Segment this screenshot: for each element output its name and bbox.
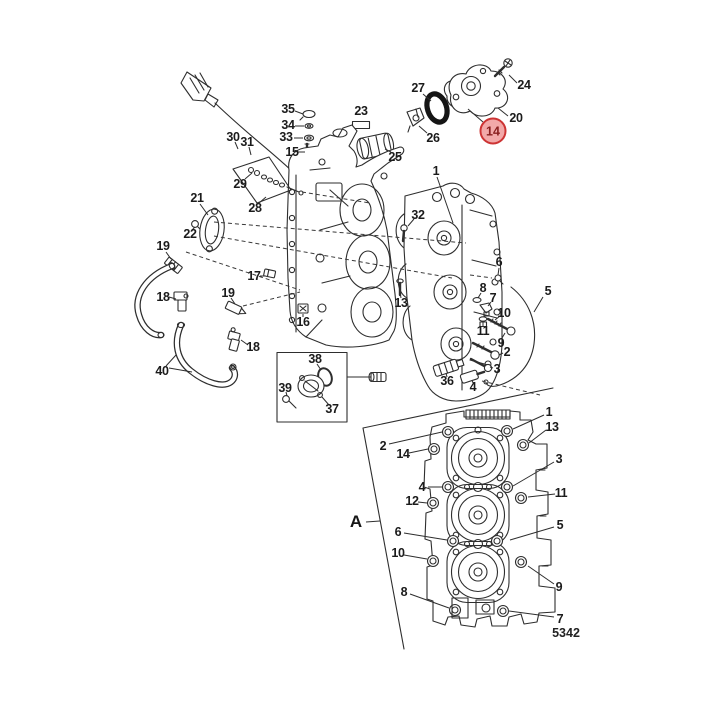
highlighted-callout-14[interactable]: 14 <box>479 117 507 145</box>
callout-35[interactable]: 35 <box>281 101 295 116</box>
callout-5[interactable]: 5 <box>556 517 564 532</box>
fuel-pump-art <box>406 58 513 133</box>
callout-13[interactable]: 13 <box>545 419 559 434</box>
callout-31[interactable]: 31 <box>240 134 254 149</box>
callout-19[interactable]: 19 <box>221 285 235 300</box>
plate-23-art <box>351 120 371 130</box>
callout-37[interactable]: 37 <box>325 401 339 416</box>
crankcase-art <box>286 124 405 348</box>
callout-1[interactable]: 1 <box>432 163 440 178</box>
callout-7[interactable]: 7 <box>489 290 497 305</box>
callout-20[interactable]: 20 <box>509 110 523 125</box>
callout-26[interactable]: 26 <box>426 130 440 145</box>
callout-30[interactable]: 30 <box>226 129 240 144</box>
callout-19[interactable]: 19 <box>156 238 170 253</box>
callout-7[interactable]: 7 <box>556 611 564 626</box>
callout-4[interactable]: 4 <box>469 379 477 394</box>
callout-3[interactable]: 3 <box>555 451 563 466</box>
callout-13[interactable]: 13 <box>394 295 408 310</box>
callout-9[interactable]: 9 <box>555 579 563 594</box>
callout-16[interactable]: 16 <box>296 314 310 329</box>
leader-lines <box>165 74 556 618</box>
callout-3[interactable]: 3 <box>493 361 501 376</box>
callout-11[interactable]: 11 <box>476 323 490 338</box>
detail-view-label: A <box>349 512 363 531</box>
callout-8[interactable]: 8 <box>400 584 408 599</box>
callout-15[interactable]: 15 <box>285 144 299 159</box>
callout-9[interactable]: 9 <box>497 335 505 350</box>
callout-6[interactable]: 6 <box>495 254 503 269</box>
callout-32[interactable]: 32 <box>411 207 425 222</box>
callout-23[interactable]: 23 <box>354 103 368 118</box>
callout-18[interactable]: 18 <box>246 339 260 354</box>
callout-38[interactable]: 38 <box>308 351 322 366</box>
callout-12[interactable]: 12 <box>405 493 419 508</box>
callout-24[interactable]: 24 <box>517 77 531 92</box>
callout-4[interactable]: 4 <box>418 479 426 494</box>
dashed-lines-art <box>185 191 541 396</box>
callout-33[interactable]: 33 <box>279 129 293 144</box>
callout-36[interactable]: 36 <box>440 373 454 388</box>
callout-14[interactable]: 14 <box>396 446 410 461</box>
callout-28[interactable]: 28 <box>248 200 262 215</box>
callout-27[interactable]: 27 <box>411 80 425 95</box>
callout-6[interactable]: 6 <box>394 524 402 539</box>
callout-17[interactable]: 17 <box>247 268 261 283</box>
callout-10[interactable]: 10 <box>497 305 511 320</box>
callout-2[interactable]: 2 <box>379 438 387 453</box>
left-hardware-art <box>134 156 309 388</box>
callout-1[interactable]: 1 <box>545 404 553 419</box>
callout-8[interactable]: 8 <box>479 280 487 295</box>
callout-11[interactable]: 11 <box>554 485 568 500</box>
callout-34[interactable]: 34 <box>281 117 295 132</box>
callout-2[interactable]: 2 <box>503 344 511 359</box>
thermostat-box-art <box>276 351 387 423</box>
callout-39[interactable]: 39 <box>278 380 292 395</box>
drawing-number: 5342 <box>552 626 580 640</box>
callout-40[interactable]: 40 <box>155 363 169 378</box>
detail-view-a-art <box>362 387 556 650</box>
callout-10[interactable]: 10 <box>391 545 405 560</box>
callout-25[interactable]: 25 <box>388 149 402 164</box>
callout-18[interactable]: 18 <box>156 289 170 304</box>
callout-5[interactable]: 5 <box>544 283 552 298</box>
callout-21[interactable]: 21 <box>190 190 204 205</box>
callout-29[interactable]: 29 <box>233 176 247 191</box>
callout-22[interactable]: 22 <box>183 226 197 241</box>
